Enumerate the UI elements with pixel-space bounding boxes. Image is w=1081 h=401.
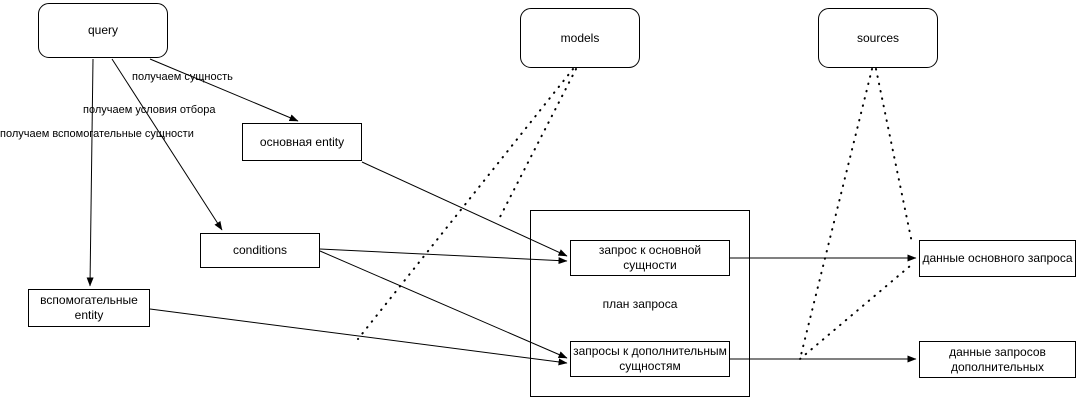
node-aux-entity-label: вспомогательные entity <box>40 293 138 322</box>
node-sources-label: sources <box>856 30 900 45</box>
node-main-query[interactable]: запрос к основной сущности <box>570 240 730 276</box>
edge-label-get-aux-entities: получаем вспомогательные сущности <box>0 128 194 140</box>
edge-query-to-main-entity <box>149 58 299 122</box>
edge-conditions-to-main-query <box>319 248 568 265</box>
edge-models-to-aux-queries <box>357 68 574 340</box>
node-sources[interactable]: sources <box>818 8 938 68</box>
edge-query-to-conditions <box>111 58 223 231</box>
node-aux-queries[interactable]: запросы к дополнительным сущностям <box>570 341 730 377</box>
node-main-query-label: запрос к основной сущности <box>598 243 702 272</box>
node-main-entity[interactable]: основная entity <box>242 123 362 161</box>
edge-sources-to-aux-data-lower <box>799 265 911 360</box>
node-aux-data[interactable]: данные запросов дополнительных <box>919 341 1076 378</box>
node-models-label: models <box>560 30 600 45</box>
node-aux-queries-label: запросы к дополнительным сущностям <box>573 344 727 373</box>
edge-conditions-to-aux-queries <box>319 250 568 359</box>
query-plan-label: план запроса <box>602 297 678 311</box>
node-query-label: query <box>87 23 119 37</box>
edge-label-get-conditions: получаем условия отбора <box>83 104 216 116</box>
node-models[interactable]: models <box>520 8 640 68</box>
edge-sources-to-main-data <box>799 68 873 360</box>
node-query-plan-container[interactable]: план запроса <box>530 210 750 397</box>
node-main-data-label: данные основного запроса <box>922 251 1073 265</box>
node-conditions-label: conditions <box>232 243 288 257</box>
edge-label-get-entity: получаем сущность <box>132 71 233 83</box>
edge-models-to-main-query <box>499 68 577 218</box>
edge-sources-to-aux-data <box>875 68 913 244</box>
edge-query-to-aux-entity <box>86 58 94 287</box>
node-aux-data-label: данные запросов дополнительных <box>949 344 1046 374</box>
edge-aux-entity-to-aux-queries <box>149 308 568 366</box>
edge-main-entity-to-main-query <box>361 161 568 257</box>
node-conditions[interactable]: conditions <box>200 233 320 268</box>
node-aux-entity[interactable]: вспомогательные entity <box>28 289 150 327</box>
node-query[interactable]: query <box>38 3 168 58</box>
node-main-entity-label: основная entity <box>259 134 345 149</box>
node-main-data[interactable]: данные основного запроса <box>919 240 1076 277</box>
